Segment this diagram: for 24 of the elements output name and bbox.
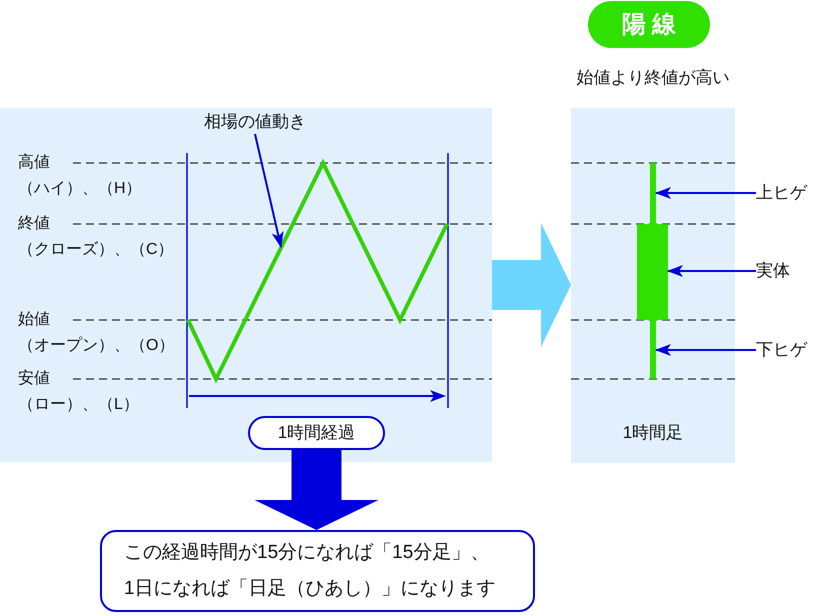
panel-caption: 1時間足 xyxy=(622,422,684,444)
arrow xyxy=(655,344,756,356)
lower-wick xyxy=(650,320,656,379)
arrow xyxy=(254,134,284,248)
price-level-label: 始値（オープン）、（O） xyxy=(18,310,176,356)
rounded-label: 1時間経過 xyxy=(248,416,385,450)
block-arrow xyxy=(492,223,571,347)
badge-caption: 始値より終値が高い xyxy=(576,67,730,89)
annotation-text: 相場の値動き xyxy=(204,110,306,134)
price-level-label: 終値（クローズ）、（C） xyxy=(18,214,175,260)
arrow xyxy=(667,265,756,277)
price-level-label: 安値（ロー）、（L） xyxy=(18,368,140,415)
callout-label: 実体 xyxy=(756,259,790,283)
upper-wick xyxy=(650,163,656,224)
note-box: この経過時間が15分になれば「15分足」、1日になれば「日足（ひあし）」になります xyxy=(100,530,535,612)
price-level-label: 高値（ハイ）、（H） xyxy=(18,152,143,199)
chart-panel xyxy=(0,108,492,462)
arrow xyxy=(655,187,756,199)
candle-type-badge: 陽線 xyxy=(588,1,710,48)
block-arrow xyxy=(254,450,378,530)
callout-label: 上ヒゲ xyxy=(756,181,807,205)
candle-body xyxy=(637,224,668,320)
candle-panel xyxy=(571,108,735,463)
callout-label: 下ヒゲ xyxy=(756,338,807,362)
